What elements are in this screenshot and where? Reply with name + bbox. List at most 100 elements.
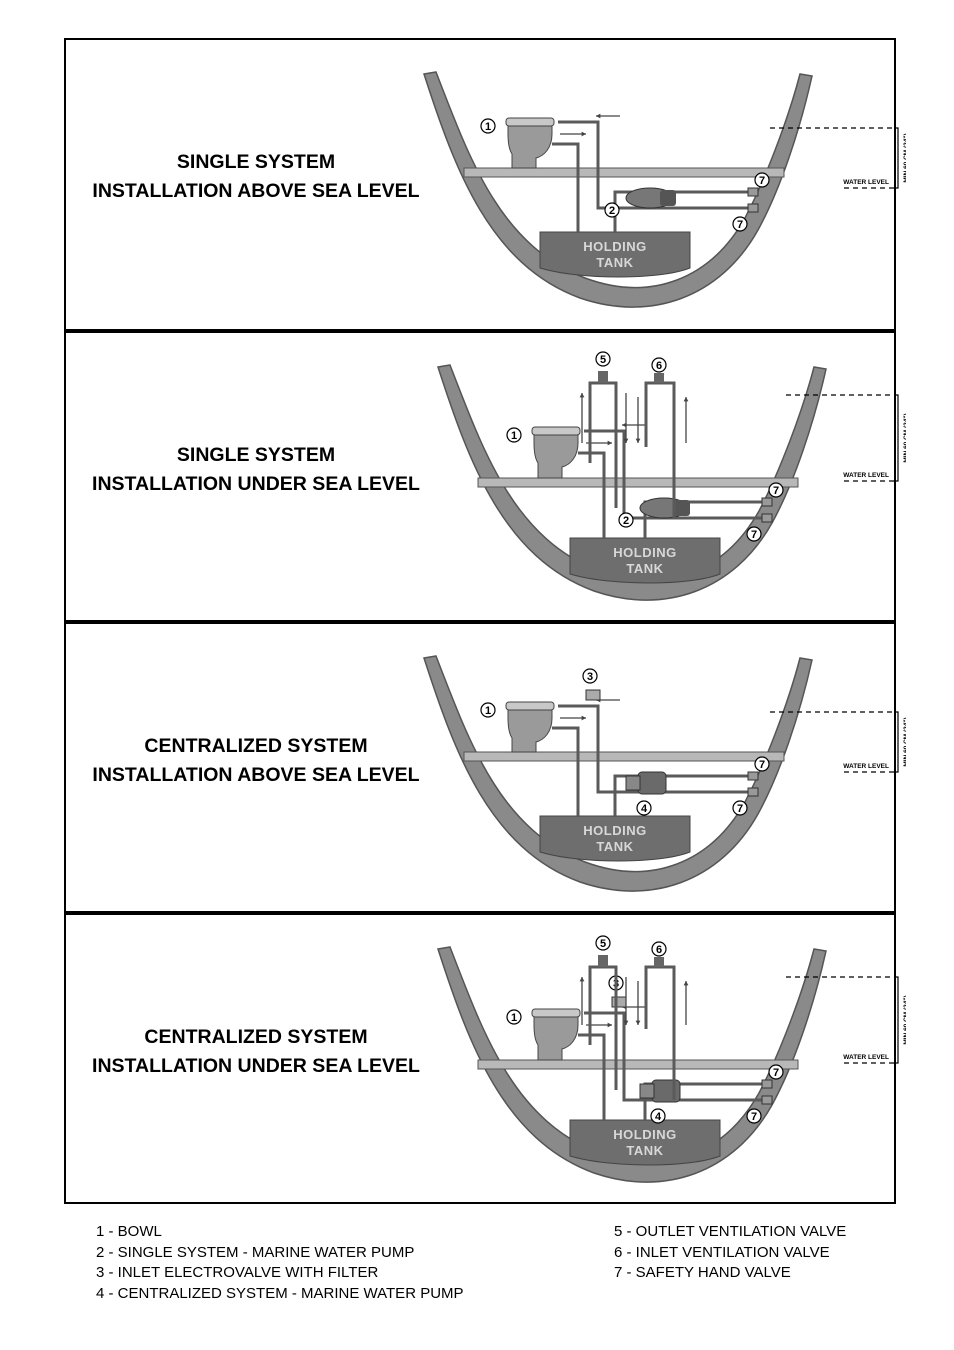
marker-circle <box>480 118 496 134</box>
marker-label: 7 <box>759 759 765 771</box>
marker-label: 4 <box>641 803 648 815</box>
title-line-2: INSTALLATION UNDER SEA LEVEL <box>92 1055 420 1077</box>
marker-circle <box>506 427 522 443</box>
legend-item: 6 - INLET VENTILATION VALVE <box>614 1243 830 1261</box>
marker-4: 4 <box>636 800 652 816</box>
marker-7: 7 <box>732 216 748 232</box>
panel-single-above: SINGLE SYSTEM INSTALLATION ABOVE SEA LEV… <box>66 40 906 331</box>
tank-label-line-1: HOLDING <box>583 239 646 254</box>
marker-1: 1 <box>506 1009 522 1025</box>
centralized-pump <box>651 1079 681 1103</box>
holding-tank <box>539 815 691 862</box>
pump-motor <box>660 190 676 206</box>
flow-arrow-head <box>635 1020 641 1025</box>
centralized-pump <box>637 771 667 795</box>
safety-hand-valve <box>761 1079 773 1089</box>
marker-label: 1 <box>511 1012 517 1024</box>
bowl-seat <box>531 1008 581 1018</box>
marker-label: 1 <box>485 705 491 717</box>
marker-circle <box>618 512 634 528</box>
marker-label: 3 <box>587 671 593 683</box>
centralized-pump-inlet <box>625 775 641 791</box>
marker-4: 4 <box>650 1108 666 1124</box>
marker-5: 5 <box>595 935 611 951</box>
marker-label: 2 <box>623 515 629 527</box>
flow-arrow-head <box>579 977 585 982</box>
water-level-label: WATER LEVEL <box>843 1054 889 1061</box>
inlet-ventilation-valve <box>654 373 664 383</box>
marker-label: 7 <box>759 175 765 187</box>
diagram-frame: SINGLE SYSTEM INSTALLATION ABOVE SEA LEV… <box>64 38 906 1204</box>
min-height-bracket <box>894 127 899 189</box>
panel-title: SINGLE SYSTEM INSTALLATION UNDER SEA LEV… <box>76 441 436 499</box>
panel-central-above: CENTRALIZED SYSTEM INSTALLATION ABOVE SE… <box>66 624 906 915</box>
marker-7: 7 <box>746 1108 762 1124</box>
inlet-electrovalve <box>585 689 601 701</box>
marker-7: 7 <box>768 482 784 498</box>
water-level-label: WATER LEVEL <box>843 472 889 479</box>
marker-circle <box>595 935 611 951</box>
marker-7: 7 <box>746 526 762 542</box>
marker-7: 7 <box>732 800 748 816</box>
marker-5: 5 <box>595 351 611 367</box>
safety-hand-valve <box>747 787 759 797</box>
marker-7: 7 <box>768 1064 784 1080</box>
flow-arrow-head <box>607 1022 612 1028</box>
tank-label-line-2: TANK <box>596 839 633 854</box>
marker-label: 7 <box>773 485 779 497</box>
marker-circle <box>651 941 667 957</box>
title-line-1: CENTRALIZED SYSTEM <box>144 1026 368 1048</box>
waste-pipe <box>578 1033 606 1120</box>
min-height-label: MIN 60 CM (24") <box>903 717 906 766</box>
legend-item: 5 - OUTLET VENTILATION VALVE <box>614 1223 847 1240</box>
bowl-seat <box>505 701 555 711</box>
holding-tank <box>539 231 691 278</box>
marker-circle <box>754 756 770 772</box>
marker-circle <box>636 800 652 816</box>
flow-arrow-head <box>596 113 601 119</box>
panel-single-under: SINGLE SYSTEM INSTALLATION UNDER SEA LEV… <box>66 333 906 624</box>
marker-2: 2 <box>604 202 620 218</box>
safety-hand-valve <box>747 203 759 213</box>
flow-arrow-head <box>622 422 627 428</box>
marker-circle <box>595 351 611 367</box>
holding-tank <box>569 537 721 584</box>
legend-item: 7 - SAFETY HAND VALVE <box>614 1264 791 1281</box>
marker-label: 4 <box>655 1111 662 1123</box>
marker-label: 5 <box>600 354 606 366</box>
panel-divider <box>66 911 894 915</box>
waste-pipe <box>578 451 606 538</box>
min-height-bracket <box>894 976 899 1064</box>
marker-circle <box>732 800 748 816</box>
intake-pipe <box>558 704 750 794</box>
holding-tank <box>569 1119 721 1166</box>
title-line-1: CENTRALIZED SYSTEM <box>144 735 368 757</box>
legend-right: 5 - OUTLET VENTILATION VALVE 6 - INLET V… <box>614 1222 846 1284</box>
panel-title: SINGLE SYSTEM INSTALLATION ABOVE SEA LEV… <box>76 148 436 206</box>
marker-circle <box>768 482 784 498</box>
flow-arrow-head <box>683 397 689 402</box>
panel-title: CENTRALIZED SYSTEM INSTALLATION ABOVE SE… <box>76 732 436 790</box>
marker-3: 3 <box>582 668 598 684</box>
pump-motor <box>674 500 690 516</box>
inlet-electrovalve <box>611 996 627 1008</box>
deck <box>477 477 799 488</box>
safety-hand-valve <box>761 513 773 523</box>
marker-label: 6 <box>656 944 662 956</box>
tank-label-line-1: HOLDING <box>613 1127 676 1142</box>
marker-circle <box>506 1009 522 1025</box>
marker-label: 6 <box>656 360 662 372</box>
title-line-2: INSTALLATION UNDER SEA LEVEL <box>92 473 420 495</box>
marker-7: 7 <box>754 172 770 188</box>
safety-hand-valve <box>761 497 773 507</box>
marker-1: 1 <box>480 118 496 134</box>
waste-pipe <box>552 142 580 232</box>
legend-item: 3 - INLET ELECTROVALVE WITH FILTER <box>96 1264 379 1281</box>
discharge-pipe <box>613 774 750 816</box>
bowl <box>533 432 579 479</box>
min-height-label: MIN 60 CM (24") <box>903 133 906 182</box>
marker-label: 1 <box>485 121 491 133</box>
